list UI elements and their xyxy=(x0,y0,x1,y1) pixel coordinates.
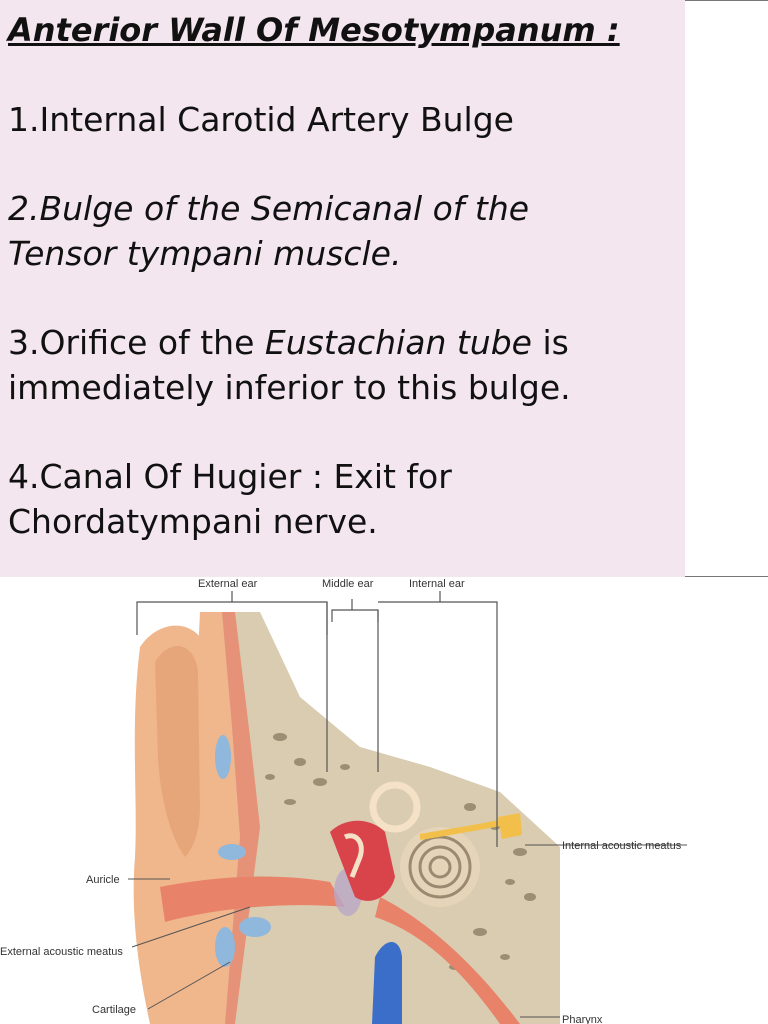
eustachian-tube-shape xyxy=(375,897,520,1024)
slide-text-panel: Anterior Wall Of Mesotympanum : 1.Intern… xyxy=(0,0,685,577)
item-emphasis: Eustachian tube xyxy=(264,323,532,362)
middle-ear-cavity-shape xyxy=(330,820,395,901)
label-pharynx: Pharynx xyxy=(562,1014,603,1024)
item-line: Chordatympani nerve. xyxy=(8,502,378,541)
item-prefix: 3.Orifice of the xyxy=(8,323,265,362)
semicircular-canal-shape xyxy=(369,781,421,833)
label-cartilage: Cartilage xyxy=(92,1004,136,1016)
item-line: 4.Canal Of Hugier : Exit for xyxy=(8,457,452,496)
item-line: 2.Bulge of the Semicanal of the xyxy=(8,189,530,228)
label-auricle: Auricle xyxy=(86,874,120,886)
label-external-ear: External ear xyxy=(198,578,258,590)
list-item: 3.Orifice of the Eustachian tube is imme… xyxy=(8,320,678,410)
list-item: 1.Internal Carotid Artery Bulge xyxy=(8,97,678,142)
item-suffix: is xyxy=(531,323,569,362)
item-line: Tensor tympani muscle. xyxy=(8,234,402,273)
divider-bottom xyxy=(685,576,768,577)
item-line: immediately inferior to this bulge. xyxy=(8,368,571,407)
ear-anatomy-figure: External ear Middle ear Internal ear Int… xyxy=(0,577,768,1024)
item-text: 1.Internal Carotid Artery Bulge xyxy=(8,100,514,139)
divider-top xyxy=(685,0,768,1)
label-external-acoustic-meatus: External acoustic meatus xyxy=(0,946,123,958)
cartilage-shapes xyxy=(215,735,271,967)
carotid-vessel-shape xyxy=(372,942,402,1024)
label-internal-ear: Internal ear xyxy=(409,578,465,590)
leader-lines xyxy=(128,844,687,1018)
region-brackets xyxy=(136,591,498,847)
label-middle-ear: Middle ear xyxy=(322,578,374,590)
slide-content: Anterior Wall Of Mesotympanum : 1.Intern… xyxy=(8,8,678,544)
external-canal-shape xyxy=(160,876,345,922)
label-internal-acoustic-meatus: Internal acoustic meatus xyxy=(562,840,682,852)
internal-ear-bracket xyxy=(378,601,498,847)
list-item: 2.Bulge of the Semicanal of the Tensor t… xyxy=(8,186,678,276)
ear-anatomy-illustration: External ear Middle ear Internal ear Int… xyxy=(0,577,768,1024)
slide-title: Anterior Wall Of Mesotympanum : xyxy=(8,11,620,49)
list-item: 4.Canal Of Hugier : Exit for Chordatympa… xyxy=(8,454,678,544)
cochlea-shape xyxy=(400,827,480,907)
